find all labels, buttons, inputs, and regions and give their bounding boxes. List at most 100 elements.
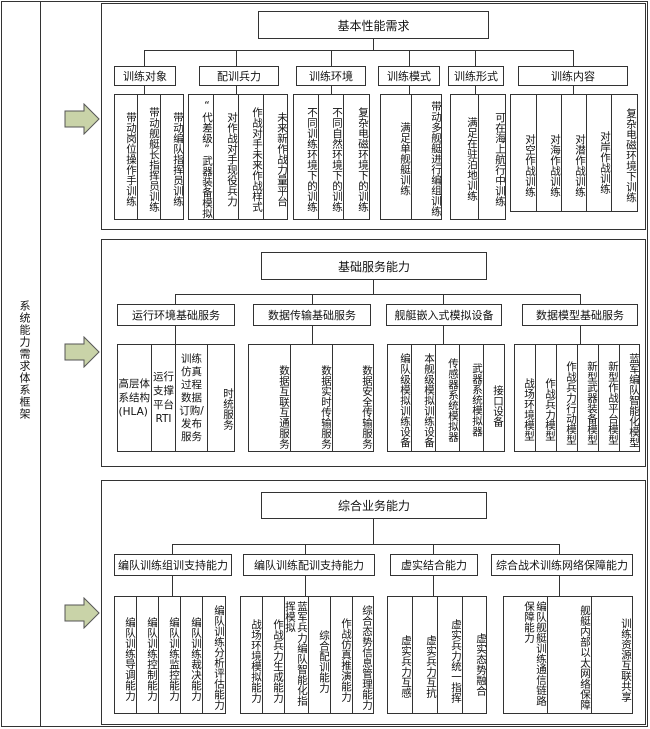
group-items: 编队舰艇训练通信链路保障能力 舰艇内部以太网络保障 训练资源互联共享 — [503, 596, 633, 714]
section-title: 基本性能需求 — [258, 11, 489, 39]
list-item: 数据互联互通服务 — [249, 345, 291, 451]
list-item: 编队舰艇训练通信链路保障能力 — [504, 597, 548, 713]
connector — [373, 280, 374, 294]
connector — [443, 294, 444, 304]
arrow-right-icon — [64, 103, 100, 135]
connector — [580, 294, 581, 304]
list-item: 对岸作战训练 — [587, 95, 612, 211]
list-item: 新型武器装备模型 — [578, 345, 599, 451]
group-label: 训练内容 — [518, 66, 628, 86]
list-item: 满足单舰艇训练 — [381, 95, 412, 219]
section-basic-services — [101, 239, 646, 467]
list-item: 综合态势信息管理能力 — [361, 604, 373, 710]
list-item: 新型作战平台模型 — [599, 345, 620, 451]
connector — [172, 544, 559, 545]
group-label: 运行环境基础服务 — [117, 304, 235, 326]
list-item: 带动多舰艇进行编组训练 — [430, 101, 442, 217]
connector — [331, 86, 332, 94]
connector — [573, 50, 574, 66]
list-item: 编队训练控制能力 — [137, 597, 159, 713]
side-title: 系统能力需求体系框架 — [18, 300, 31, 420]
list-item: 虚实兵力统一指挥 — [438, 597, 463, 713]
list-item: 对海作战训练 — [537, 95, 562, 211]
list-item: 传感器系统模拟器 — [436, 345, 460, 451]
section-basic-performance — [101, 3, 646, 230]
connector — [475, 86, 476, 94]
list-item: 舰艇内部以太网络保障 — [548, 597, 592, 713]
list-item: 可在海上航行中训练 — [494, 111, 506, 207]
connector — [475, 50, 476, 66]
list-item: 战场环境模拟能力 — [241, 597, 263, 713]
group-label: 训练对象 — [114, 66, 176, 86]
list-item: “代差级”武器装备模拟 — [189, 95, 214, 219]
list-item: 作战仿真推演能力 — [331, 597, 353, 713]
list-item: 复杂电磁环境下的训练 — [357, 106, 369, 212]
connector — [409, 50, 410, 66]
group-items: 带动岗位操作手训练 带动舰艇长指挥员训练 带动编队指挥员训练 — [114, 94, 184, 220]
list-item: 编队训练监控能力 — [159, 597, 181, 713]
connector — [236, 50, 237, 66]
list-item: 高层体系结构(HLA) — [118, 378, 151, 418]
list-item: 作战兵力生成能力 — [263, 597, 285, 713]
group-items: 对空作战训练 对海作战训练 对潜作战训练 对岸作战训练 复杂电磁环境下训练 — [510, 94, 638, 212]
connector — [559, 544, 560, 554]
connector — [172, 544, 173, 554]
list-item: 战场环境模型 — [515, 345, 536, 451]
connector — [175, 294, 176, 304]
list-item: 编队训练分析评估能力 — [213, 604, 225, 710]
list-item: 训练仿真过程数据订购/发布服务 — [179, 352, 204, 443]
list-item: 作战兵力模型 — [536, 345, 557, 451]
list-item: 数据实时传输服务 — [291, 345, 333, 451]
connector — [144, 86, 145, 94]
connector — [172, 576, 173, 596]
list-item: 未来新作战力量平台 — [276, 111, 288, 207]
group-items: “代差级”武器装备模拟 对作战对手现役兵力 作战对手未来作战样式 未来新作战力量… — [188, 94, 288, 220]
group-label: 虚实结合能力 — [390, 554, 478, 576]
connector — [236, 86, 237, 94]
list-item: 接口设备 — [492, 385, 504, 427]
group-label: 舰艇嵌入式模拟设备 — [386, 304, 502, 326]
group-label: 训练形式 — [448, 66, 504, 86]
group-label: 综合战术训练网络保障能力 — [491, 554, 633, 576]
list-item: 带动舰艇长指挥员训练 — [138, 95, 161, 219]
connector — [373, 519, 374, 544]
group-label: 数据模型基础服务 — [522, 304, 638, 326]
section-integrated-business — [101, 480, 646, 725]
connector — [331, 50, 332, 66]
list-item: 复杂电磁环境下训练 — [625, 107, 637, 203]
list-item: 不同自然环境下的训练 — [319, 95, 344, 219]
group-items: 战场环境模拟能力 作战兵力生成能力 蓝军兵力编队智能化指挥模拟 综合配训能力 作… — [240, 596, 374, 714]
list-item: 对空作战训练 — [511, 95, 537, 211]
arrow-right-icon — [64, 336, 100, 368]
list-item: 运行支撑平台RTI — [153, 371, 174, 425]
connector — [559, 576, 560, 596]
list-item: 训练资源互联共享 — [620, 618, 632, 702]
connector — [373, 39, 374, 50]
arrow-right-icon — [64, 597, 100, 629]
connector — [580, 326, 581, 344]
connector — [433, 544, 434, 554]
list-item: 编队级模拟训练设备 — [388, 345, 412, 451]
group-label: 数据传输基础服务 — [253, 304, 371, 326]
list-item: 数据安全传输服务 — [361, 365, 373, 449]
group-items: 编队训练导调能力 编队训练控制能力 编队训练监控能力 编队训练裁决能力 编队训练… — [114, 596, 226, 714]
list-item: 作战对手未来作战样式 — [239, 95, 264, 219]
connector — [305, 544, 306, 554]
connector — [409, 86, 410, 94]
group-items: 虚实兵力互感 虚实兵力互抗 虚实兵力统一指挥 虚实态势融合 — [387, 596, 487, 714]
group-items: 不同训练环境下的训练 不同自然环境下的训练 复杂电磁环境下的训练 — [293, 94, 370, 220]
connector — [312, 326, 313, 344]
group-label: 编队训练组训支持能力 — [114, 554, 232, 576]
list-item: 满足在驻泊地训练 — [451, 95, 479, 219]
group-label: 训练模式 — [378, 66, 440, 86]
list-item: 带动岗位操作手训练 — [115, 95, 138, 219]
list-item: 对作战对手现役兵力 — [214, 95, 239, 219]
group-label: 编队训练配训支持能力 — [243, 554, 375, 576]
list-item: 武器系统模拟器 — [460, 345, 484, 451]
list-item: 蓝军兵力编队智能化指挥模拟 — [284, 597, 309, 713]
list-item: 带动编队指挥员训练 — [172, 111, 184, 207]
list-item: 作战兵力行动模型 — [557, 345, 578, 451]
list-item: 对潜作战训练 — [562, 95, 587, 211]
connector — [443, 326, 444, 344]
